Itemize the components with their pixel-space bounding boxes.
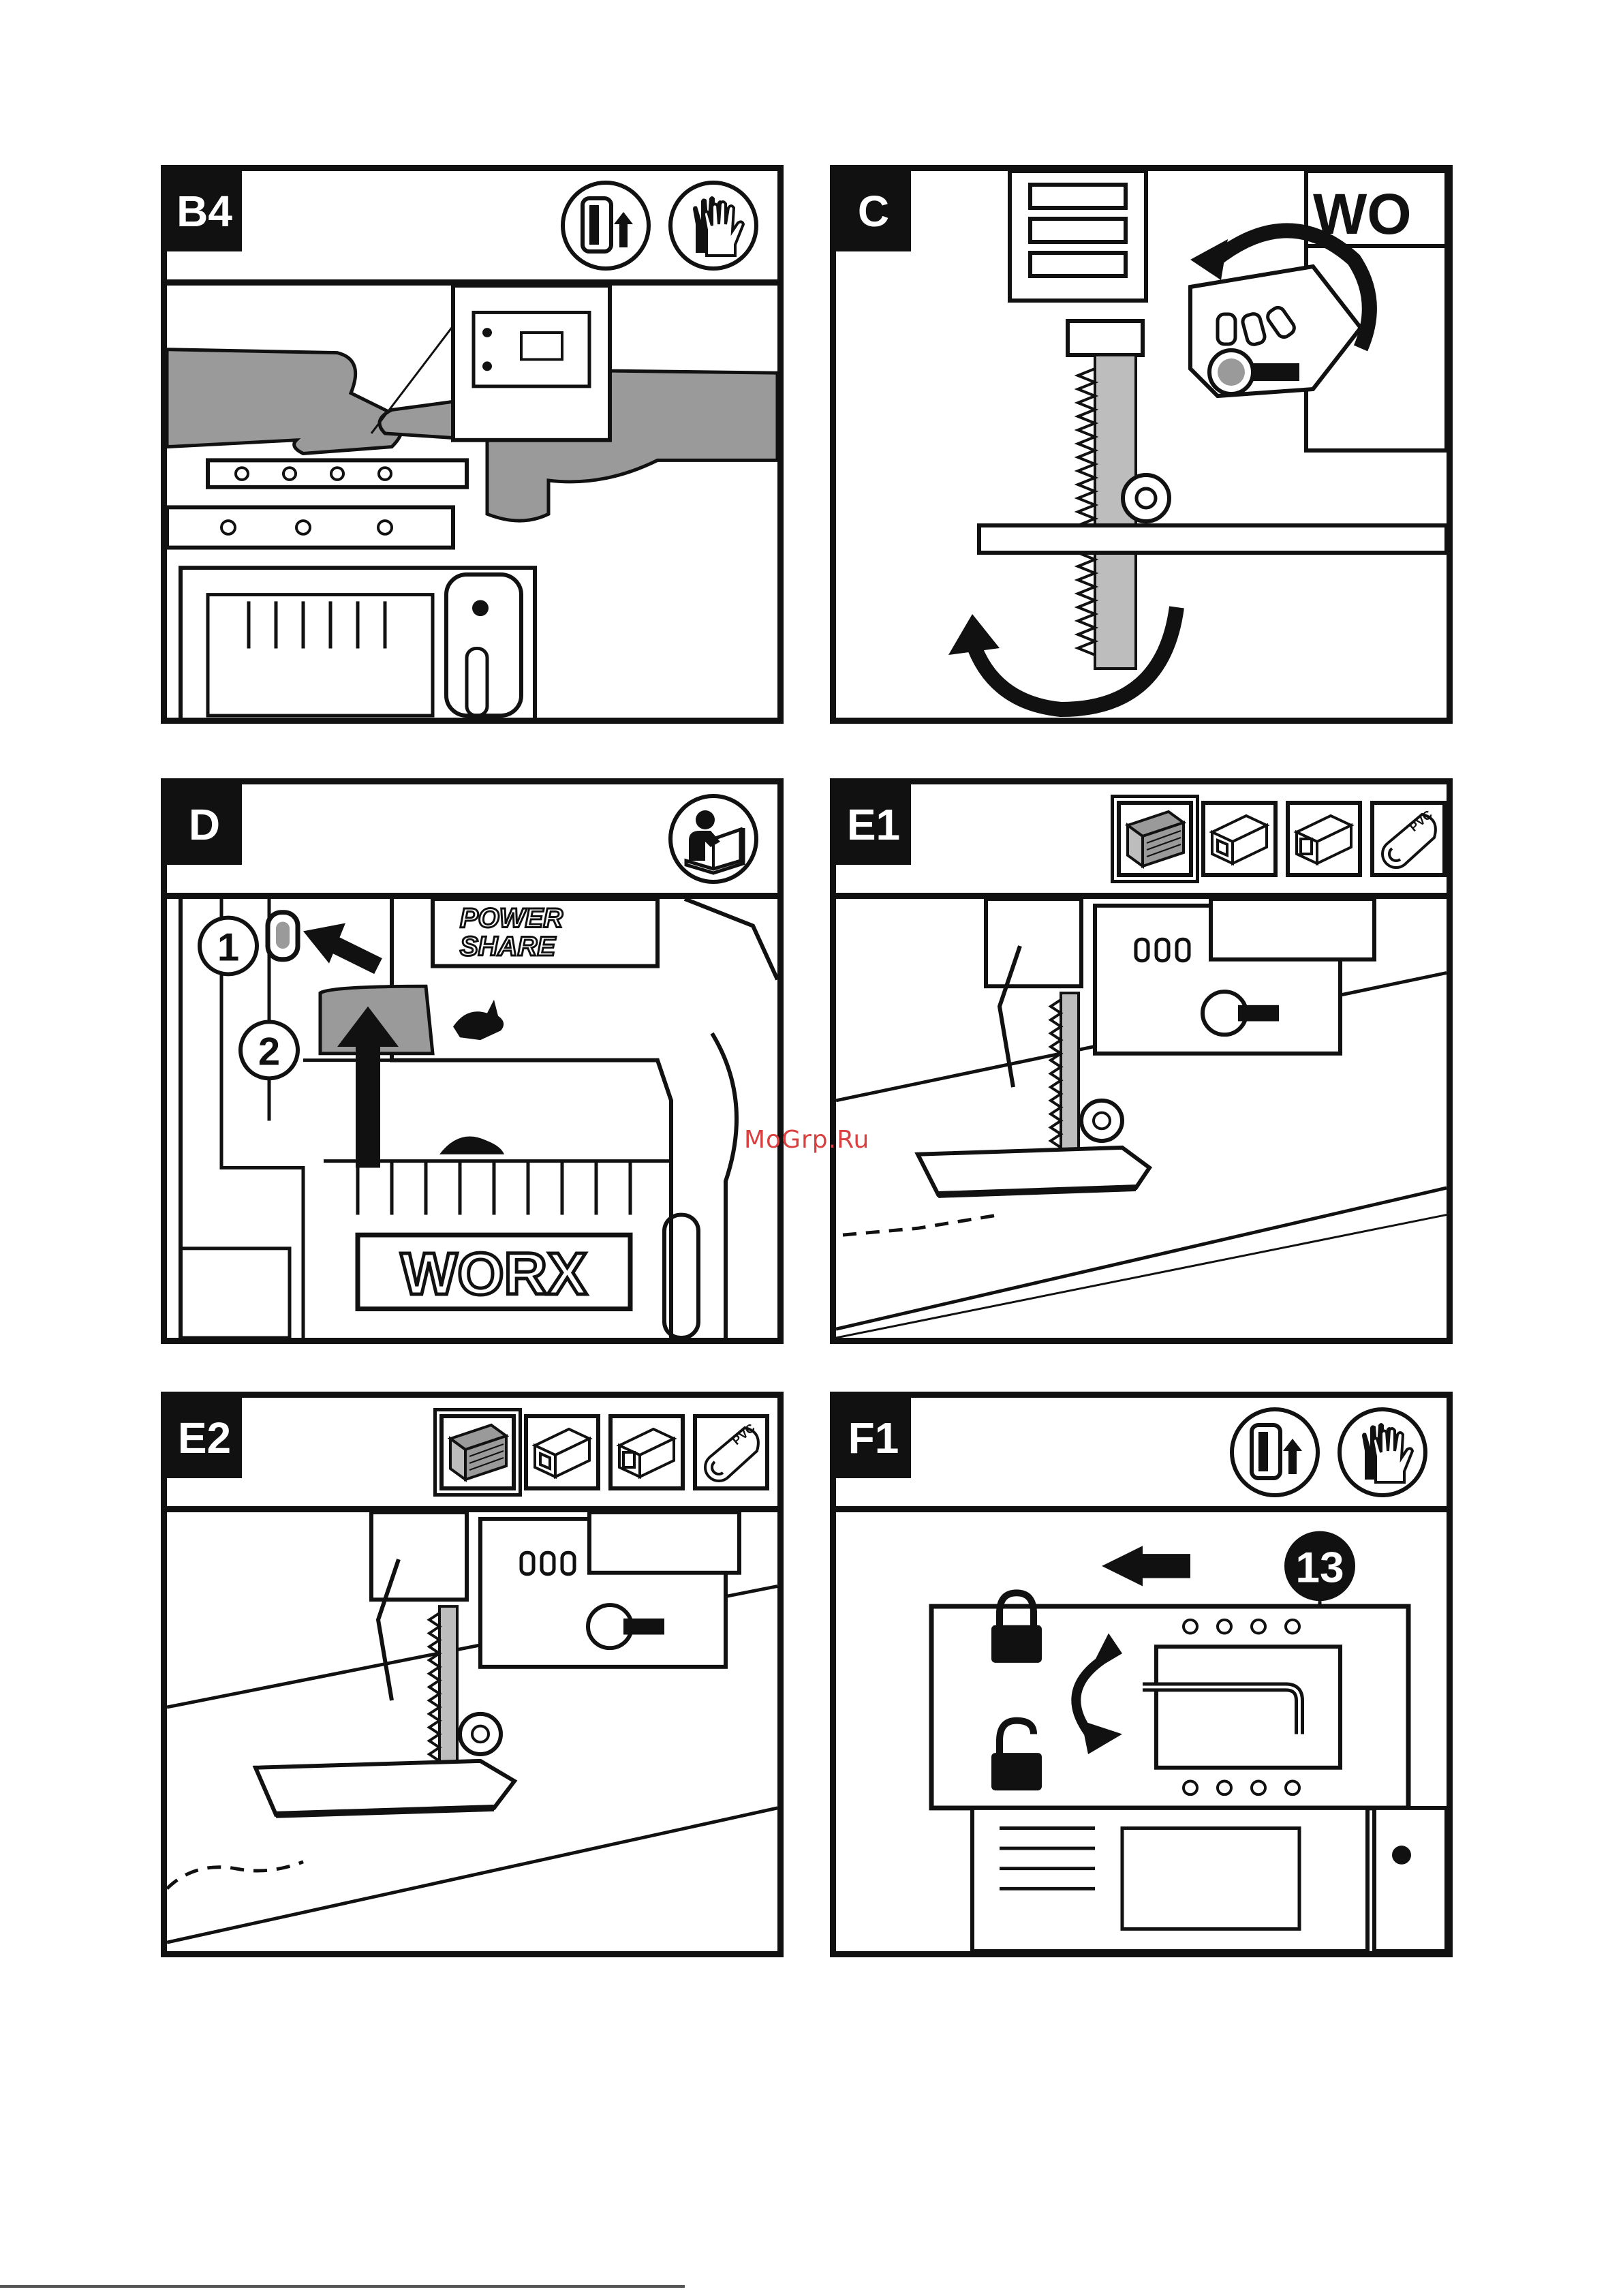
battery-removal-icon bbox=[1230, 1407, 1320, 1497]
panel-e1: E1 PVC bbox=[830, 778, 1453, 1344]
material-aluminium-profile-icon bbox=[1201, 801, 1278, 877]
watermark: MoGrp.Ru bbox=[744, 1126, 869, 1154]
callout-2: 2 bbox=[258, 1030, 280, 1074]
callout-1: 1 bbox=[217, 926, 239, 970]
material-metal-tube-icon bbox=[608, 1414, 685, 1490]
material-wood-icon bbox=[1117, 801, 1193, 877]
material-aluminium-profile-icon bbox=[524, 1414, 600, 1490]
panel-f1-header: F1 bbox=[836, 1398, 1447, 1512]
panel-label: E1 bbox=[836, 784, 911, 865]
panel-b4-illustration bbox=[167, 286, 777, 718]
panel-e2: E2 PVC bbox=[161, 1392, 784, 1957]
panel-d-header: D bbox=[167, 784, 777, 899]
panel-f1: F1 13 bbox=[830, 1392, 1453, 1957]
panel-d-illustration: POWER SHARE 1 2 bbox=[167, 899, 777, 1338]
footer-rule bbox=[0, 2285, 685, 2288]
panel-d: D POWER SHARE bbox=[161, 778, 784, 1344]
panel-label: E2 bbox=[167, 1398, 242, 1478]
gloves-icon bbox=[668, 181, 758, 271]
material-metal-tube-icon bbox=[1286, 801, 1362, 877]
panel-e2-illustration bbox=[167, 1512, 777, 1951]
panel-label: D bbox=[167, 784, 242, 865]
panel-e2-header: E2 PVC bbox=[167, 1398, 777, 1512]
gloves-icon bbox=[1338, 1407, 1427, 1497]
material-pvc-icon: PVC bbox=[1370, 801, 1447, 877]
material-wood-icon bbox=[439, 1414, 516, 1490]
panel-e1-header: E1 PVC bbox=[836, 784, 1447, 899]
panel-label: F1 bbox=[836, 1398, 911, 1478]
panel-label: B4 bbox=[167, 171, 242, 251]
callout-13: 13 bbox=[1295, 1544, 1344, 1592]
power-share-logo-line2: SHARE bbox=[460, 932, 557, 962]
panel-b4: B4 bbox=[161, 165, 784, 724]
slow-speed-icon bbox=[439, 1136, 504, 1154]
read-manual-icon bbox=[668, 794, 758, 884]
lock-icon bbox=[991, 1593, 1042, 1663]
panel-f1-illustration: 13 bbox=[836, 1512, 1447, 1951]
material-pvc-icon: PVC bbox=[693, 1414, 769, 1490]
brand-logo: WORX bbox=[401, 1240, 587, 1306]
panel-c-illustration: WO bbox=[836, 171, 1447, 718]
panel-e1-illustration bbox=[836, 899, 1447, 1338]
power-share-logo-line1: POWER bbox=[460, 904, 563, 934]
panel-c: C WO bbox=[830, 165, 1453, 724]
battery-removal-icon bbox=[561, 181, 651, 271]
panel-b4-header: B4 bbox=[167, 171, 777, 286]
fast-speed-icon bbox=[453, 1000, 504, 1040]
